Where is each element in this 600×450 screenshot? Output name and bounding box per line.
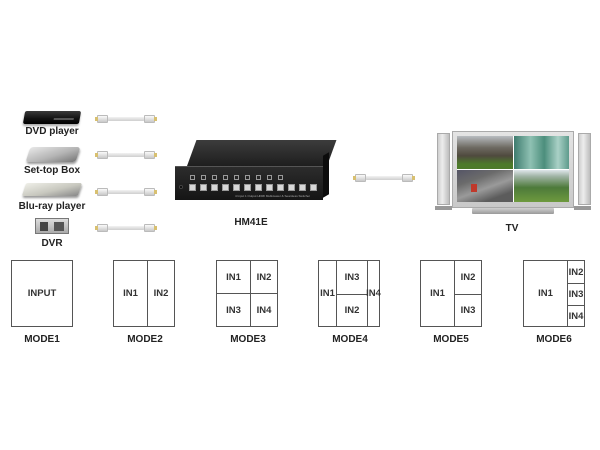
switcher-panel-text: 4 Input 1 Output HDMI Multiviewer & Seam… [235,194,311,198]
layout-cell: IN1 [123,288,138,299]
layout-cell: IN1 [538,288,553,299]
switcher-indicator-icon [256,175,261,180]
screen-quadrant [513,136,569,169]
layout-cell: IN3 [226,304,241,316]
switcher-button [211,184,218,191]
source-label: DVD player [25,126,79,137]
layout-cell: IN4 [568,310,584,322]
switcher-button [233,184,240,191]
switcher-button [189,184,196,191]
tv-icon [435,131,595,217]
mode3-layout: IN1 IN2 IN3 IN4 [216,260,278,327]
switcher-button [310,184,317,191]
switcher-indicator-icon [223,175,228,180]
switcher-button [255,184,262,191]
mode1-layout: INPUT [11,260,73,327]
set-top-box-icon [25,147,81,162]
mode-label: MODE2 [127,334,163,345]
switcher-button [266,184,273,191]
mode6-layout: IN1 IN2 IN3 IN4 [523,260,585,327]
switcher-button [244,184,251,191]
layout-cell: IN1 [226,271,241,283]
speaker-icon [578,133,591,205]
layout-cell: IN4 [366,288,381,299]
switcher-button [200,184,207,191]
blu-ray-player-icon [21,183,83,196]
mode-label: MODE6 [536,334,572,345]
switcher-indicator-icon [267,175,272,180]
dvr-icon [35,218,69,234]
mode4-layout: IN1 IN3 IN2 IN4 [318,260,381,327]
tv-label: TV [505,223,519,234]
hdmi-cable-icon [95,151,157,159]
switcher-indicator-icon [201,175,206,180]
tv-frame [452,131,574,208]
layout-cell: IN2 [460,272,476,283]
mode-label: MODE3 [230,334,266,345]
hdmi-cable-icon [95,115,157,123]
source-label: Blu-ray player [18,201,86,212]
switcher-label: HM41E [234,217,268,228]
switcher-indicator-icon [278,175,283,180]
hdmi-cable-icon [95,224,157,232]
hm41e-switcher: 4 Input 1 Output HDMI Multiviewer & Seam… [175,140,337,200]
speaker-icon [437,133,450,205]
layout-cell: IN1 [430,288,445,299]
mode-label: MODE5 [433,334,469,345]
hdmi-cable-icon [353,174,415,182]
hdmi-cable-icon [95,188,157,196]
layout-cell: IN3 [568,289,584,300]
ir-sensor-icon [179,185,183,189]
mode-label: MODE4 [332,334,368,345]
screen-quadrant [457,136,513,169]
layout-cell: IN3 [344,272,360,283]
layout-cell: IN3 [460,305,476,316]
screen-quadrant [457,169,513,202]
tv-stand [472,208,554,214]
tv-screen-quad-view [457,136,569,202]
dvd-player-icon [22,111,82,124]
switcher-button [222,184,229,191]
mode-label: MODE1 [24,334,60,345]
switcher-indicator-icon [234,175,239,180]
switcher-button [277,184,284,191]
switcher-indicator-icon [212,175,217,180]
layout-cell: IN2 [344,305,360,316]
switcher-indicator-icon [190,175,195,180]
mode5-layout: IN1 IN2 IN3 [420,260,482,327]
layout-cell: IN1 [320,288,335,299]
layout-cell: IN4 [256,304,272,316]
switcher-button [288,184,295,191]
layout-cell: IN2 [568,266,584,278]
source-label: Set-top Box [23,165,81,176]
switcher-button [299,184,306,191]
mode2-layout: IN1 IN2 [113,260,175,327]
screen-quadrant [513,169,569,202]
source-label: DVR [41,238,63,249]
switcher-indicator-icon [245,175,250,180]
layout-cell: INPUT [27,288,57,299]
layout-cell: IN2 [153,288,169,299]
layout-cell: IN2 [256,271,272,283]
